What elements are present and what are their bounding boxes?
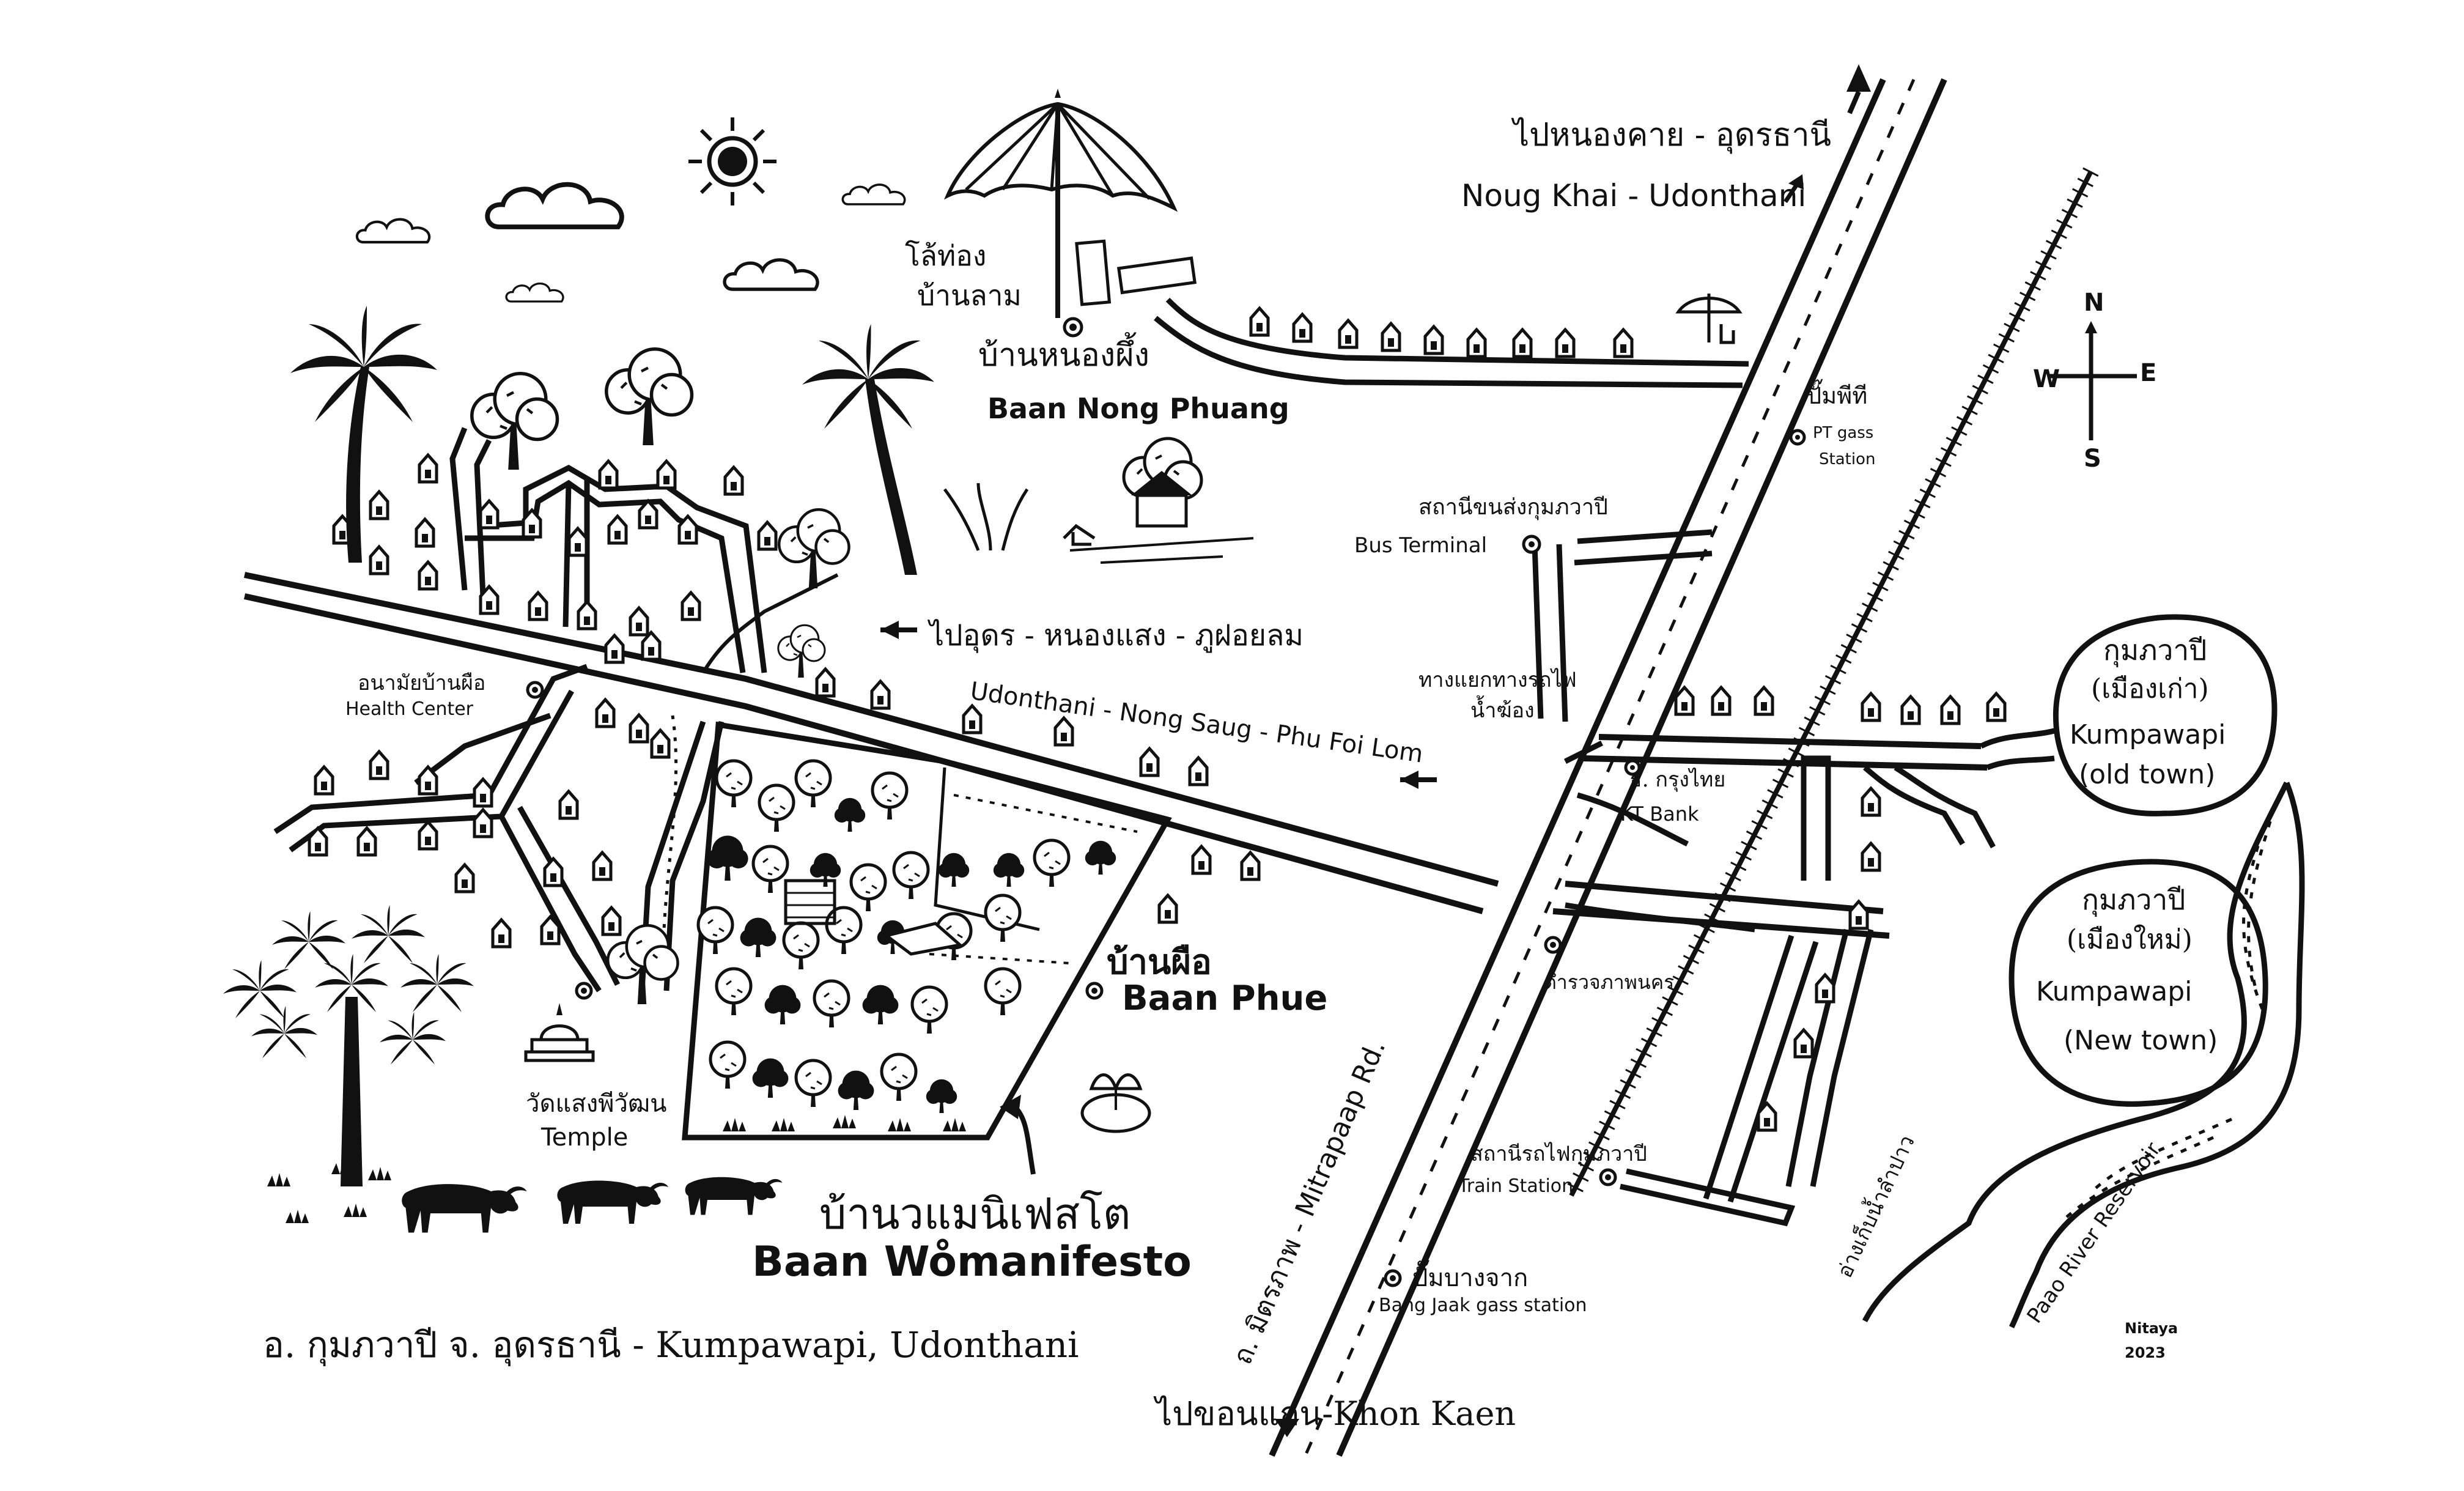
new-town-boundary xyxy=(2008,859,2268,1107)
train-station-thai-label: สถานีรถไฟกุมภวาปี xyxy=(1470,1142,1647,1166)
new-town-thai-label-2: (เมืองใหม่) xyxy=(2067,924,2193,955)
baan-phue-thai-label: บ้านผือ xyxy=(1107,942,1212,982)
signature-year: 2023 xyxy=(2125,1344,2166,1361)
old-town-boundary xyxy=(2053,614,2278,816)
sun-icon xyxy=(688,117,776,205)
lohong-thai-label: โล้ท่อง xyxy=(905,239,987,272)
railway-junction-thai-label: ทางแยกทางรถไฟ xyxy=(1418,668,1577,692)
bus-terminal-thai-label: สถานีขนส่งกุมภวาปี xyxy=(1418,495,1608,520)
palm-tree-icon xyxy=(290,306,437,563)
arrow-icon xyxy=(1783,174,1804,203)
location-dot-icon xyxy=(575,982,593,1000)
baan-phue-label: Baan Phue xyxy=(1122,979,1328,1018)
to-udon-thai-label: ไปอุดร - หนองแสง - ภูฝอยลม xyxy=(929,618,1304,653)
old-town-label-2: (old town) xyxy=(2079,759,2216,790)
pt-station-thai-label: ปั๊มพีที xyxy=(1807,382,1868,409)
new-town-thai-label: กุมภวาปี xyxy=(2082,883,2186,916)
lohong-thai-label-2: บ้านลาม xyxy=(917,279,1022,312)
farm-plot-boundary xyxy=(682,721,1172,1141)
nong-phuang-label: Baan Nong Phuang xyxy=(987,392,1289,425)
arrow-icon xyxy=(1846,64,1871,114)
compass-south: S xyxy=(2084,445,2101,473)
location-dot-icon xyxy=(1789,429,1806,446)
arrow-icon xyxy=(1000,1095,1036,1175)
railway-junction-thai-label-2: น้ำฆ้อง xyxy=(1470,698,1535,723)
umbrella-icon xyxy=(1675,294,1743,344)
compass-icon xyxy=(2048,321,2137,440)
hut-icon xyxy=(1069,471,1254,564)
palm-tree-icon xyxy=(802,324,934,575)
health-center-thai-label: อนามัยบ้านผือ xyxy=(358,671,486,695)
location-dot-icon xyxy=(1624,759,1641,776)
temple-label: Temple xyxy=(541,1123,629,1152)
police-thai-label: ตำรวจภาพนคร xyxy=(1544,971,1675,994)
location-dot-icon xyxy=(1599,1168,1617,1186)
new-town-label-2: (New town) xyxy=(2064,1025,2218,1056)
bus-terminal-label: Bus Terminal xyxy=(1354,533,1488,558)
location-dot-icon xyxy=(1063,317,1083,338)
highway xyxy=(1269,78,1947,1457)
location-dot-icon xyxy=(1085,982,1104,1000)
location-dot-icon xyxy=(526,681,544,699)
arrow-icon xyxy=(880,621,917,639)
kt-bank-thai-label: ธ. กรุงไทย xyxy=(1629,768,1726,792)
location-dot-icon xyxy=(1544,936,1562,954)
compass-north: N xyxy=(2084,289,2104,317)
kt-bank-label: KT Bank xyxy=(1620,802,1699,826)
bang-jaak-thai-label: ปั๊มบางจาก xyxy=(1412,1264,1529,1292)
location-dot-icon xyxy=(1384,1269,1402,1287)
womanifesto-thai-label: บ้านวแมนิเฟสโต xyxy=(819,1189,1131,1239)
compass-west: W xyxy=(2033,365,2060,393)
temple-stupa-icon xyxy=(524,1003,595,1062)
to-khonkaen-label: ไปขอนแก่น-Khon Kaen xyxy=(1156,1394,1516,1433)
to-nongkhai-label: Noug Khai - Udonthani xyxy=(1461,178,1807,213)
location-dot-icon xyxy=(1522,535,1541,554)
lotus-icon xyxy=(1080,1073,1151,1133)
nong-phuang-thai-label: บ้านหนองผึ้ง xyxy=(978,337,1150,374)
bang-jaak-label: Bang Jaak gass station xyxy=(1379,1295,1587,1316)
reservoir xyxy=(1862,781,2305,1329)
womanifesto-label: Baan Wo̊manifesto xyxy=(752,1238,1192,1286)
old-town-label: Kumpawapi xyxy=(2070,719,2226,750)
umbrella-icon xyxy=(944,89,1197,318)
district-footer-label: อ. กุมภวาปี จ. อุดรธานี - Kumpawapi, Udo… xyxy=(263,1324,1079,1366)
railway-icon xyxy=(1563,167,2099,1200)
temple-thai-label: วัดแสงพีวัฒน xyxy=(526,1090,667,1118)
palm-tree-icon xyxy=(223,905,474,1186)
health-center-label: Health Center xyxy=(345,698,474,720)
compass-east: E xyxy=(2140,359,2157,387)
arrow-icon xyxy=(1400,771,1437,789)
new-town-label: Kumpawapi xyxy=(2036,976,2193,1007)
old-town-thai-label: กุมภวาปี xyxy=(2103,634,2207,667)
to-nongkhai-thai-label: ไปหนองคาย - อุดรธานี xyxy=(1513,117,1832,154)
train-station-label: Train Station xyxy=(1458,1175,1574,1197)
old-town-thai-label-2: (เมืองเก่า) xyxy=(2091,673,2209,705)
arrow-icon xyxy=(1275,1419,1299,1437)
signature: Nitaya xyxy=(2125,1320,2178,1337)
pt-station-label: PT gass xyxy=(1813,424,1874,442)
pt-station-label-2: Station xyxy=(1819,450,1876,468)
